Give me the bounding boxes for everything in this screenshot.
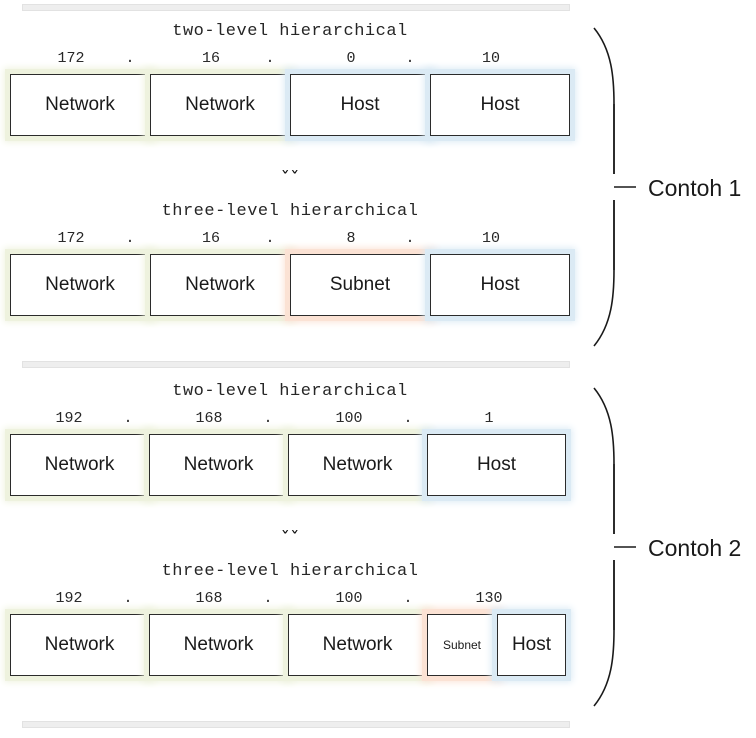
cell-network[interactable]: Network <box>288 614 427 676</box>
octet-value-3: 0 <box>346 50 356 67</box>
octet-value-3: 100 <box>335 410 363 427</box>
cell-subnet[interactable]: Subnet <box>427 614 497 676</box>
cell-network[interactable]: Network <box>150 74 290 136</box>
example-group-1: two-level hierarchical 172 . 16 . 0 . 10… <box>0 22 756 352</box>
cell-network[interactable]: Network <box>149 614 288 676</box>
octet-dot-1: . <box>125 50 135 67</box>
octet-dot-1: . <box>123 410 133 427</box>
octet-value-3: 100 <box>335 590 363 607</box>
octet-value-2: 168 <box>195 410 223 427</box>
cell-network[interactable]: Network <box>10 434 149 496</box>
octet-dot-2: . <box>265 230 275 247</box>
cell-host[interactable]: Host <box>427 434 566 496</box>
cell-host[interactable]: Host <box>430 254 570 316</box>
octet-dot-3: . <box>405 230 415 247</box>
octet-row: 192 . 168 . 100 . 130 <box>10 590 580 612</box>
octet-value-2: 16 <box>201 230 220 247</box>
curly-brace-icon <box>593 387 636 707</box>
octet-row: 172 . 16 . 8 . 10 <box>10 230 580 252</box>
octet-dot-1: . <box>123 590 133 607</box>
octet-dot-1: . <box>125 230 135 247</box>
octet-dot-3: . <box>405 50 415 67</box>
octet-value-1: 192 <box>55 410 83 427</box>
cell-network[interactable]: Network <box>10 614 149 676</box>
cell-network[interactable]: Network <box>288 434 427 496</box>
cell-network[interactable]: Network <box>149 434 288 496</box>
separator-middle <box>22 361 570 368</box>
cell-host[interactable]: Host <box>497 614 566 676</box>
separator-bottom <box>22 721 570 728</box>
octet-value-2: 168 <box>195 590 223 607</box>
cell-host[interactable]: Host <box>430 74 570 136</box>
cell-host[interactable]: Host <box>290 74 430 136</box>
octet-value-4: 10 <box>481 50 500 67</box>
octet-value-4: 10 <box>481 230 500 247</box>
octet-value-1: 172 <box>57 230 85 247</box>
cell-network[interactable]: Network <box>10 254 150 316</box>
octet-row: 192 . 168 . 100 . 1 <box>10 410 580 432</box>
octet-value-3: 8 <box>346 230 356 247</box>
octet-value-4: 130 <box>475 590 503 607</box>
octet-value-2: 16 <box>201 50 220 67</box>
brace-group-1 <box>588 22 648 352</box>
level-title: three-level hierarchical <box>161 562 419 581</box>
brace-group-2 <box>588 382 648 712</box>
cell-subnet[interactable]: Subnet <box>290 254 430 316</box>
separator-top <box>22 4 570 11</box>
octet-value-4: 1 <box>484 410 494 427</box>
example-label: Contoh 1 <box>648 175 742 201</box>
cell-network[interactable]: Network <box>10 74 150 136</box>
cell-network[interactable]: Network <box>150 254 290 316</box>
curly-brace-icon <box>593 27 636 347</box>
level-title: three-level hierarchical <box>161 202 419 221</box>
octet-dot-2: . <box>263 410 273 427</box>
example-group-2: two-level hierarchical 192 . 168 . 100 .… <box>0 382 756 712</box>
octet-dot-2: . <box>263 590 273 607</box>
chevron-down-double-icon: ˇˇ <box>280 168 300 190</box>
example-label: Contoh 2 <box>648 535 742 561</box>
level-title: two-level hierarchical <box>172 22 408 41</box>
level-title: two-level hierarchical <box>172 382 408 401</box>
octet-dot-2: . <box>265 50 275 67</box>
chevron-down-double-icon: ˇˇ <box>280 528 300 550</box>
octet-dot-3: . <box>403 410 413 427</box>
octet-dot-3: . <box>403 590 413 607</box>
octet-value-1: 172 <box>57 50 85 67</box>
octet-row: 172 . 16 . 0 . 10 <box>10 50 580 72</box>
octet-value-1: 192 <box>55 590 83 607</box>
